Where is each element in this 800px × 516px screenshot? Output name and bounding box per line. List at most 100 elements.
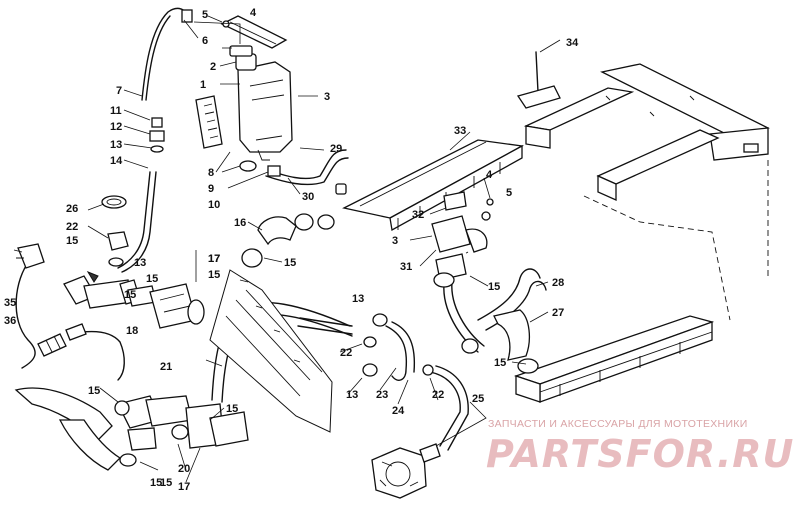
- callout-13-bottom: 13: [346, 389, 358, 401]
- callout-4-right: 4: [486, 169, 493, 181]
- coolant-bottle: [235, 53, 293, 161]
- callout-28: 28: [552, 277, 564, 289]
- callout-5: 5: [202, 9, 208, 21]
- callout-32: 32: [412, 209, 424, 221]
- callout-26: 26: [66, 203, 78, 215]
- clamp-15-right-a: [433, 272, 455, 288]
- hose-25: [429, 371, 461, 447]
- callout-3-right: 3: [392, 235, 398, 247]
- watermark-logo: PARTSFOR.RU: [486, 432, 795, 476]
- callout-13: 13: [110, 139, 122, 151]
- connector-36: [37, 323, 87, 357]
- callout-30: 30: [302, 191, 314, 203]
- clamp-15-mid: [241, 248, 263, 268]
- clamp-15-right-b: [461, 338, 479, 354]
- callout-36: 36: [4, 315, 16, 327]
- callout-15-right-lower: 15: [494, 357, 506, 369]
- clamp-15-center: [294, 213, 335, 231]
- callout-1: 1: [200, 79, 206, 91]
- callout-13-left: 13: [134, 257, 146, 269]
- clamp-13: [150, 145, 164, 153]
- hose-14: [117, 171, 151, 269]
- callout-25: 25: [472, 393, 484, 405]
- callout-20: 20: [178, 463, 190, 475]
- callout-5-right: 5: [506, 187, 512, 199]
- clamp-15-lower-a: [114, 400, 130, 416]
- callout-31: 31: [400, 261, 412, 273]
- callout-22: 22: [66, 221, 78, 233]
- callout-35: 35: [4, 297, 16, 309]
- lower-left-hose: [14, 387, 122, 471]
- callout-11: 11: [110, 105, 122, 117]
- clamp-15-right-c: [517, 358, 539, 374]
- callout-9: 9: [208, 183, 214, 195]
- hose-fitting-6: [181, 9, 193, 23]
- callout-15: 15: [66, 235, 78, 247]
- elbow-16: [257, 216, 297, 246]
- callout-22-bottom: 22: [432, 389, 444, 401]
- hose-17: [149, 283, 205, 329]
- callout-4: 4: [250, 7, 257, 19]
- lower-right-heat-exchanger: [513, 315, 715, 403]
- callout-17-lower: 17: [178, 481, 190, 493]
- hose-28: [477, 268, 541, 321]
- callout-16: 16: [234, 217, 246, 229]
- fitting-10: [267, 165, 281, 177]
- rear-heat-exchanger-frame: [523, 63, 770, 202]
- callout-22-mid: 22: [340, 347, 352, 359]
- callout-15-lower-a: 15: [88, 385, 100, 397]
- callout-13-mid: 13: [352, 293, 364, 305]
- clamp-13-mid: [372, 313, 388, 327]
- thermostat-housing: [431, 191, 494, 281]
- rear-bracket-34: [516, 51, 561, 109]
- callout-15-lower-b: 15: [226, 403, 238, 415]
- assembly-line-rear: [583, 195, 731, 321]
- callout-23: 23: [376, 389, 388, 401]
- clamp-13-lower: [108, 257, 124, 267]
- callout-18: 18: [126, 325, 138, 337]
- callout-33: 33: [454, 125, 466, 137]
- heater-cord: [15, 259, 36, 369]
- level-label: [195, 95, 223, 149]
- callout-34: 34: [566, 37, 579, 49]
- water-pump: [371, 443, 441, 499]
- callout-24: 24: [392, 405, 405, 417]
- clamp-22: [107, 231, 129, 251]
- clamp-22-bottom: [422, 364, 434, 376]
- callout-15-left-small: 15: [124, 289, 136, 301]
- callout-17-center: 17: [208, 253, 220, 265]
- clamp-22-mid: [363, 336, 377, 348]
- callout-29: 29: [330, 143, 342, 155]
- clamp-26: [101, 195, 127, 209]
- hose-13-22: [299, 317, 353, 327]
- callout-12: 12: [110, 121, 122, 133]
- callout-15-right: 15: [488, 281, 500, 293]
- callout-17: 17: [208, 253, 220, 265]
- callout-10: 10: [208, 199, 220, 211]
- callout-21: 21: [160, 361, 172, 373]
- hose-24: [385, 325, 408, 381]
- fitting-12: [149, 130, 165, 142]
- hose-18-assembly: [63, 270, 157, 309]
- top-bracket: [220, 15, 288, 49]
- hose-29: [267, 149, 347, 180]
- clamp-15-lower-c: [119, 453, 137, 467]
- clamp-15-lower-b: [171, 424, 189, 440]
- callout-15-center: 15: [284, 257, 296, 269]
- bottle-cap: [229, 45, 253, 57]
- callout-15-center-mid: 15: [208, 269, 220, 281]
- callout-15-lower-d: 15: [160, 477, 172, 489]
- plug-35: [13, 243, 45, 269]
- clamp-11: [151, 117, 163, 128]
- heat-exchanger-33: [342, 139, 525, 232]
- heat-exchanger-plate: [209, 269, 333, 433]
- callout-6: 6: [202, 35, 208, 47]
- lower-connector-20: [117, 395, 249, 451]
- callout-8: 8: [208, 167, 214, 179]
- callout-7: 7: [116, 85, 122, 97]
- callout-27: 27: [552, 307, 564, 319]
- callout-15-lower-c: 15: [150, 477, 162, 489]
- clamp-9: [239, 160, 257, 172]
